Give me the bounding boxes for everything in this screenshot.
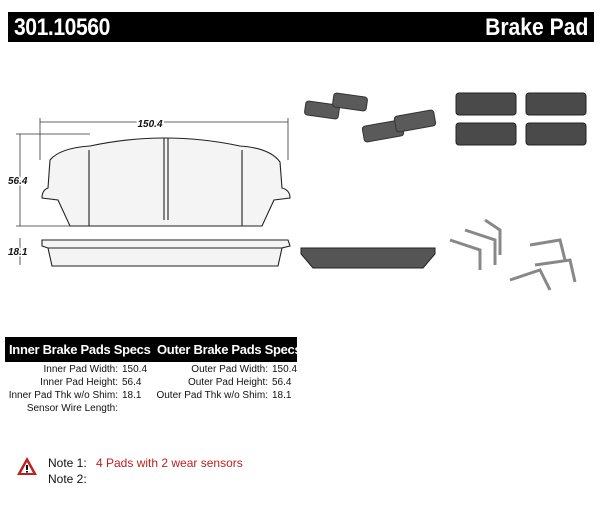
pad-side-photo xyxy=(300,247,436,269)
width-dimension: 150.4 xyxy=(137,119,162,130)
note-2-label: Note 2: xyxy=(48,472,87,486)
spec-value: 18.1 xyxy=(272,390,292,401)
category-label: Brake Pad xyxy=(484,14,588,41)
spec-label: Outer Pad Height: xyxy=(187,377,268,388)
spec-value: 150.4 xyxy=(122,364,148,375)
thickness-dimension: 18.1 xyxy=(8,247,28,258)
spec-label: Outer Pad Thk w/o Shim: xyxy=(156,390,268,401)
note-1-label: Note 1: xyxy=(48,456,87,470)
title-bar: 301.10560 Brake Pad xyxy=(8,12,594,42)
spec-value: 56.4 xyxy=(122,377,142,388)
height-dimension: 56.4 xyxy=(8,176,28,187)
spec-label: Sensor Wire Length: xyxy=(26,403,118,414)
spec-label: Inner Pad Height: xyxy=(40,377,118,388)
note-1-text: 4 Pads with 2 wear sensors xyxy=(96,456,243,470)
spec-value: 150.4 xyxy=(272,364,298,375)
spec-value: 18.1 xyxy=(122,390,142,401)
spec-label: Inner Pad Thk w/o Shim: xyxy=(8,390,118,401)
specs-header: Inner Brake Pads Specs Outer Brake Pads … xyxy=(5,337,302,362)
technical-drawing: 150.4 56.4 18.1 xyxy=(7,117,291,267)
pad-set-photo xyxy=(304,92,437,143)
part-number: 301.10560 xyxy=(14,14,110,41)
spec-value: 56.4 xyxy=(272,377,292,388)
hardware-clips-photo xyxy=(449,218,577,291)
warning-icon xyxy=(17,457,37,475)
spec-label: Inner Pad Width: xyxy=(43,364,118,375)
outer-specs-title: Outer Brake Pads Specs xyxy=(157,342,302,357)
pads-photo xyxy=(455,92,587,146)
inner-specs-title: Inner Brake Pads Specs xyxy=(9,342,151,357)
spec-label: Outer Pad Width: xyxy=(191,364,268,375)
